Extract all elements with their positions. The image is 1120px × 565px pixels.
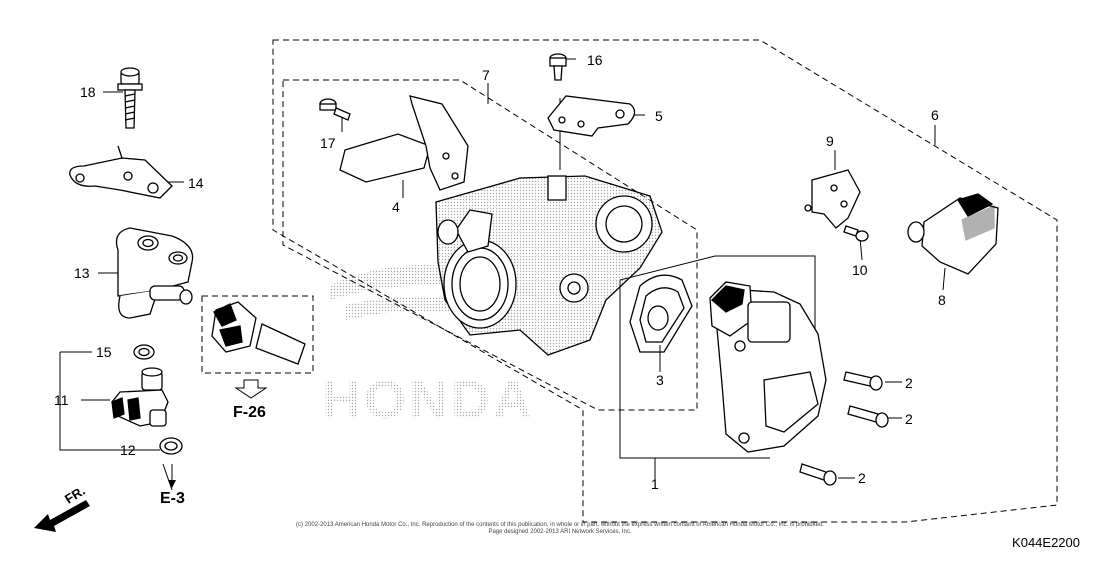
reference-f26[interactable]: F-26 [233, 404, 266, 421]
screw-11 [843, 225, 869, 242]
throttle-body-8 [435, 175, 663, 356]
sensor-12 [111, 367, 169, 427]
assembly-boundaries [201, 39, 1058, 523]
bracket-15 [69, 145, 173, 199]
callout-14: 13 [74, 265, 90, 281]
sensor-9 [907, 193, 999, 275]
bracket-6 [547, 95, 636, 137]
bolt-18 [319, 98, 351, 121]
callout-6: 5 [655, 108, 663, 124]
callout-2-lower: 2 [858, 470, 866, 486]
ref-arrow-e3 [168, 464, 176, 488]
callout-2-upper: 2 [905, 375, 913, 391]
callout-4: 3 [656, 372, 664, 388]
gasket-4 [629, 274, 693, 353]
bolt-2-lower [799, 463, 837, 486]
connector-inset [211, 301, 306, 365]
callout-7: 6 [931, 107, 939, 123]
callout-18: 17 [320, 135, 336, 151]
callout-10: 9 [826, 133, 834, 149]
washer-13 [159, 437, 183, 455]
holder-14 [115, 227, 194, 319]
callout-11: 10 [852, 262, 868, 278]
callout-16: 15 [96, 344, 112, 360]
group-lines [59, 255, 816, 459]
bolt-19 [117, 67, 143, 129]
callout-9: 8 [938, 292, 946, 308]
callout-1: 1 [651, 476, 659, 492]
callout-19: 18 [80, 84, 96, 100]
callout-13: 12 [120, 442, 136, 458]
screw-17 [549, 53, 567, 81]
control-unit-1 [709, 281, 827, 453]
bolt-3 [847, 405, 889, 428]
copyright-line-2: Page designed 2002-2013 ARI Network Serv… [488, 529, 632, 535]
copyright-line-1: (c) 2002-2013 American Honda Motor Co., … [296, 522, 824, 528]
cover-5 [339, 95, 469, 191]
callout-15: 14 [188, 175, 204, 191]
watermark-text: HONDA [322, 370, 535, 430]
callout-17: 16 [587, 52, 603, 68]
front-direction-arrow [34, 500, 90, 532]
honda-watermark: HONDA [322, 265, 545, 430]
diagram-code: K044E2200 [1012, 535, 1080, 550]
bolt-2-upper [843, 371, 883, 391]
leader-lines [81, 58, 946, 491]
reference-e3[interactable]: E-3 [160, 490, 185, 507]
plate-10 [804, 169, 861, 229]
callout-12: 11 [54, 392, 69, 408]
callout-3: 2 [905, 411, 913, 427]
callout-8: 7 [482, 67, 490, 83]
callout-5: 4 [392, 199, 400, 215]
ref-arrow-f26 [234, 379, 268, 399]
washer-16 [133, 344, 155, 360]
